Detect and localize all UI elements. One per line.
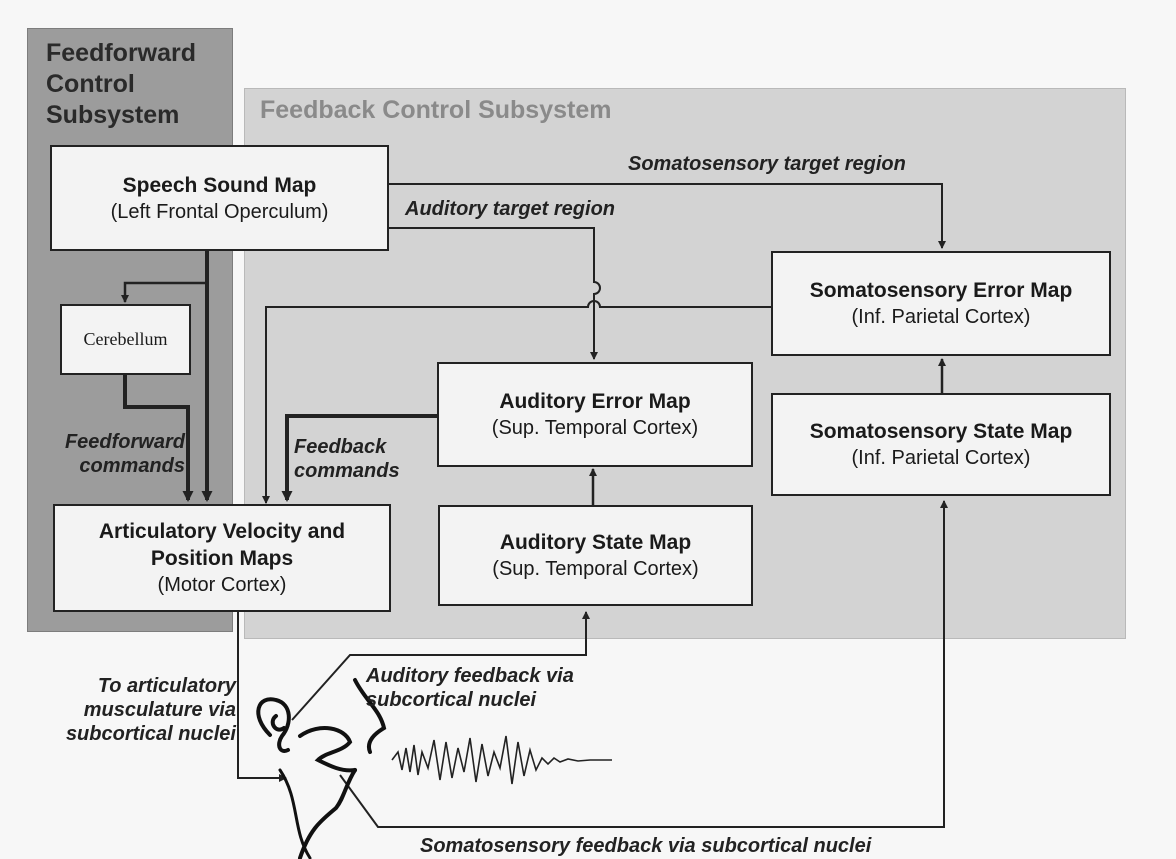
auditory-feedback-command-arrow xyxy=(281,414,437,502)
somatosensory-state-map-box: Somatosensory State Map (Inf. Parietal C… xyxy=(771,393,1111,496)
articulatory-maps-title: Articulatory Velocity and Position Maps xyxy=(98,520,346,570)
somatosensory-state-map-title: Somatosensory State Map xyxy=(809,420,1073,443)
to-articulatory-label: To articulatory musculature via subcorti… xyxy=(65,675,236,745)
auditory-feedback-label: Auditory feedback via subcortical nuclei xyxy=(366,665,574,711)
somatosensory-feedback-label: Somatosensory feedback via subcortical n… xyxy=(420,835,872,857)
to-cerebellum-arrow xyxy=(121,250,209,303)
auditory-error-map-box: Auditory Error Map (Sup. Temporal Cortex… xyxy=(437,362,753,467)
speech-sound-map-box: Speech Sound Map (Left Frontal Operculum… xyxy=(50,145,389,251)
somatosensory-target-label: Somatosensory target region xyxy=(628,153,906,175)
speech-sound-map-title: Speech Sound Map xyxy=(122,173,317,197)
somatosensory-target-arrow xyxy=(388,183,946,249)
speaker-head-icon xyxy=(256,678,387,859)
auditory-target-label: Auditory target region xyxy=(405,198,616,220)
feedback-commands-label: Feedback commands xyxy=(294,436,400,482)
somatosensory-feedback-command-arrow xyxy=(262,300,771,504)
somatosensory-error-map-subtitle: (Inf. Parietal Cortex) xyxy=(851,306,1031,328)
auditory-target-arrow xyxy=(388,227,601,360)
somatosensory-error-map-title: Somatosensory Error Map xyxy=(809,279,1073,302)
auditory-error-map-subtitle: (Sup. Temporal Cortex) xyxy=(491,417,699,439)
sound-waveform-icon xyxy=(391,735,612,785)
auditory-state-map-subtitle: (Sup. Temporal Cortex) xyxy=(492,558,699,580)
cerebellum-box: Cerebellum xyxy=(60,304,191,375)
somatosensory-error-map-box: Somatosensory Error Map (Inf. Parietal C… xyxy=(771,251,1111,356)
somatosensory-feedback-arrow xyxy=(339,500,948,828)
articulatory-maps-subtitle: (Motor Cortex) xyxy=(157,574,287,596)
articulatory-maps-box: Articulatory Velocity and Position Maps … xyxy=(53,504,391,612)
cerebellum-feedforward-arrow xyxy=(123,375,194,502)
cerebellum-title: Cerebellum xyxy=(83,329,168,349)
auditory-state-map-title: Auditory State Map xyxy=(499,531,692,554)
feedforward-subsystem-title: Feedforward Control Subsystem xyxy=(46,39,197,129)
auditory-feedback-arrow xyxy=(291,611,590,721)
to-musculature-arrow xyxy=(237,612,287,782)
feedback-subsystem-title: Feedback Control Subsystem xyxy=(260,96,612,124)
somatosensory-state-map-subtitle: (Inf. Parietal Cortex) xyxy=(851,447,1031,469)
speech-sound-map-subtitle: (Left Frontal Operculum) xyxy=(110,200,329,223)
auditory-state-map-box: Auditory State Map (Sup. Temporal Cortex… xyxy=(438,505,753,606)
feedforward-commands-label: Feedforward commands xyxy=(64,431,185,477)
auditory-error-map-title: Auditory Error Map xyxy=(499,390,691,413)
